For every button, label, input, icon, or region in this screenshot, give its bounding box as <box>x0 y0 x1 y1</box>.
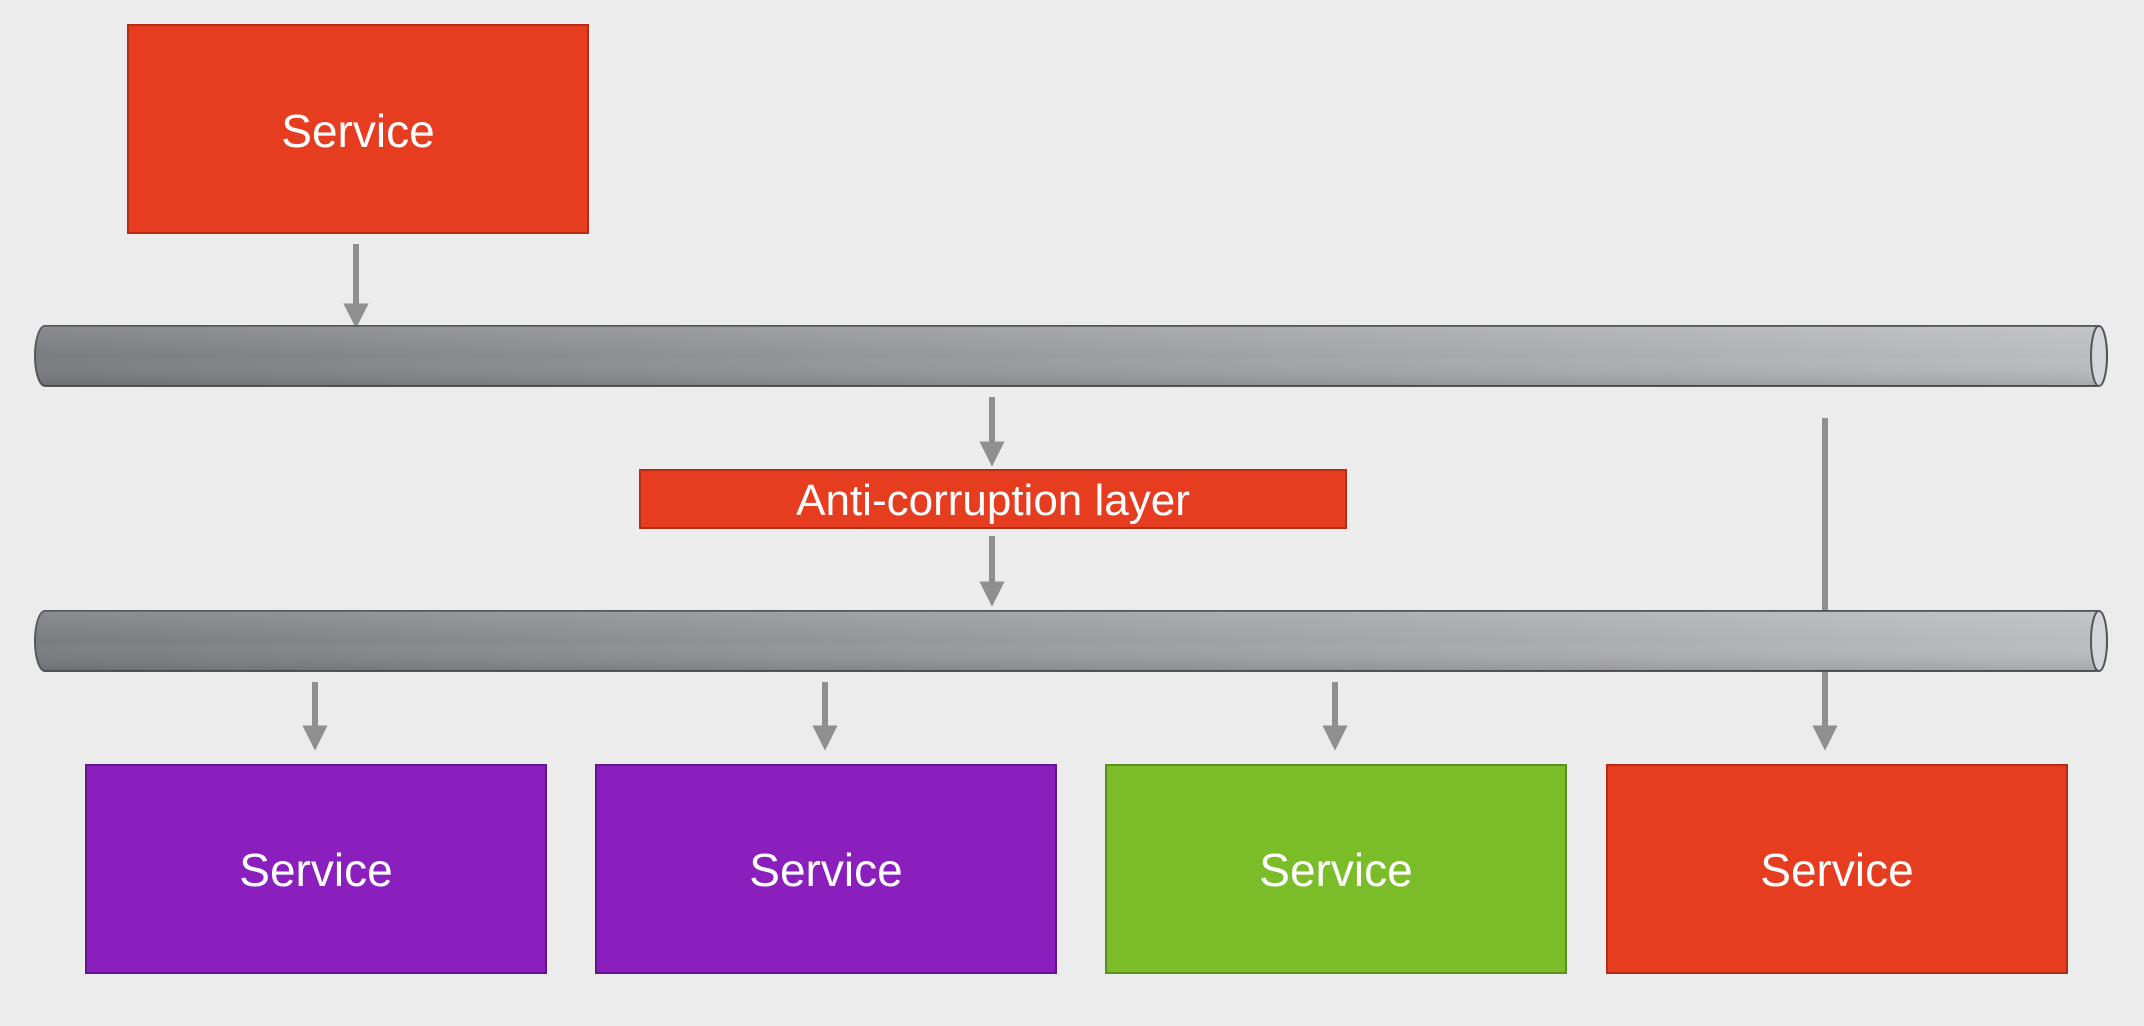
bottom-service-3-label: Service <box>1259 844 1412 896</box>
anti-corruption-layer-box: Anti-corruption layer <box>639 469 1347 529</box>
top-service-box: Service <box>127 24 589 234</box>
lower-message-bus <box>34 610 2108 672</box>
lower-bus-end-cap <box>2090 610 2108 672</box>
bottom-service-1: Service <box>85 764 547 974</box>
upper-message-bus <box>34 325 2108 387</box>
bottom-service-3: Service <box>1105 764 1567 974</box>
acl-rect <box>639 469 1347 529</box>
bottom-service-2-label: Service <box>749 844 902 896</box>
bottom-service-1-label: Service <box>239 844 392 896</box>
bottom-service-4-label: Service <box>1760 844 1913 896</box>
acl-label: Anti-corruption layer <box>796 476 1190 525</box>
top-service-rect <box>127 24 589 234</box>
upper-bus-end-cap <box>2090 325 2108 387</box>
top-service-label: Service <box>281 105 434 157</box>
bottom-service-2: Service <box>595 764 1057 974</box>
bottom-service-4: Service <box>1606 764 2068 974</box>
